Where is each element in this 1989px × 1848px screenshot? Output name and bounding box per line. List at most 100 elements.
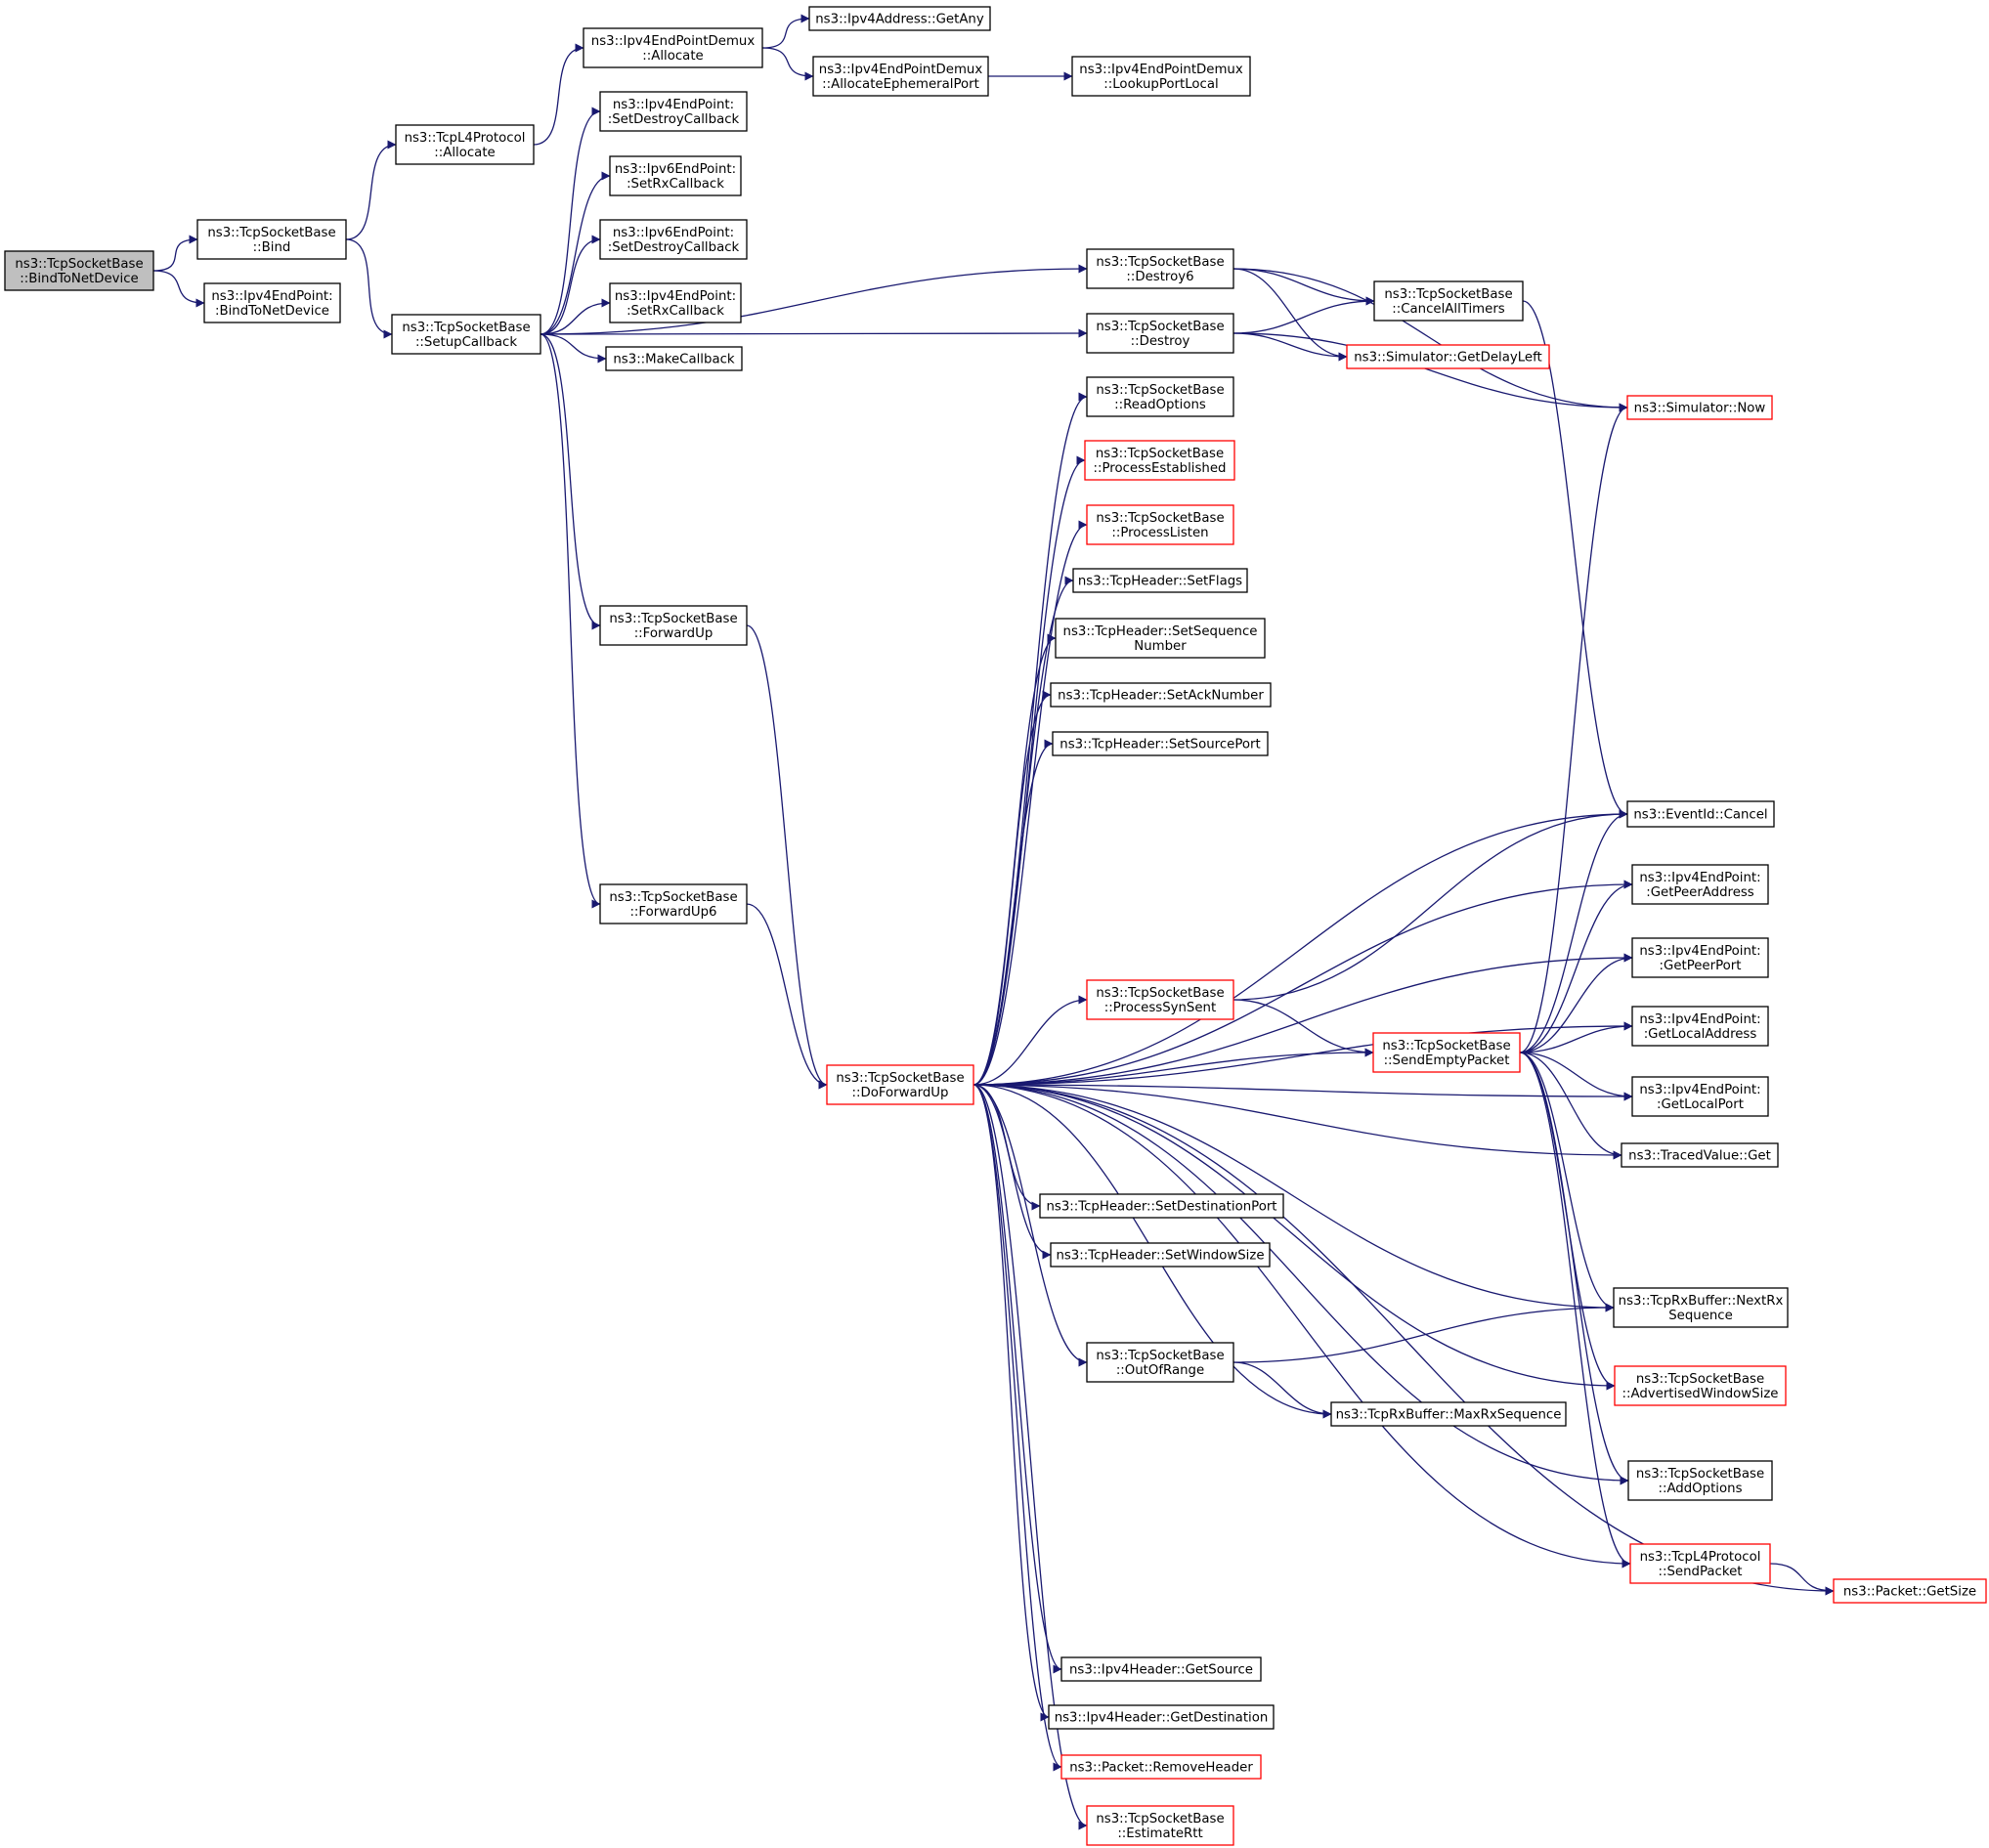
- node-make-callback[interactable]: ns3::MakeCallback: [605, 346, 743, 371]
- node-get-any[interactable]: ns3::Ipv4Address::GetAny: [808, 6, 991, 31]
- edge-send-empty-packet-to-get-local-port: [1519, 1052, 1633, 1101]
- node-box: [1052, 731, 1269, 756]
- node-label-line: ns3::Ipv6EndPoint:: [615, 162, 736, 177]
- node-event-cancel[interactable]: ns3::EventId::Cancel: [1626, 800, 1775, 828]
- node-label-line: Sequence: [1668, 1309, 1733, 1323]
- node-ipv4-set-rx-cb[interactable]: ns3::Ipv4EndPoint::SetRxCallback: [609, 282, 742, 323]
- node-box: [4, 250, 154, 291]
- node-remove-header[interactable]: ns3::Packet::RemoveHeader: [1060, 1754, 1262, 1780]
- node-get-source[interactable]: ns3::Ipv4Header::GetSource: [1060, 1656, 1262, 1682]
- node-box: [1372, 1032, 1521, 1073]
- node-process-established[interactable]: ns3::TcpSocketBase::ProcessEstablished: [1084, 440, 1235, 481]
- node-label-line: ns3::TcpSocketBase: [1636, 1467, 1764, 1482]
- node-get-local-port[interactable]: ns3::Ipv4EndPoint::GetLocalPort: [1631, 1076, 1769, 1117]
- node-destroy6[interactable]: ns3::TcpSocketBase::Destroy6: [1086, 248, 1234, 289]
- node-label-line: ::ForwardUp6: [629, 905, 716, 920]
- node-label-line: ::SendPacket: [1659, 1565, 1743, 1579]
- edge-send-empty-packet-to-traced-get: [1519, 1052, 1622, 1160]
- node-box: [1330, 1401, 1567, 1427]
- node-ipv4-ep-bind-to-net-device[interactable]: ns3::Ipv4EndPoint::BindToNetDevice: [203, 282, 341, 323]
- node-forward-up[interactable]: ns3::TcpSocketBase::ForwardUp: [599, 605, 748, 646]
- node-packet-get-size[interactable]: ns3::Packet::GetSize: [1833, 1578, 1987, 1604]
- node-label-line: ns3::Ipv4EndPoint:: [613, 98, 734, 112]
- node-process-listen[interactable]: ns3::TcpSocketBase::ProcessListen: [1086, 504, 1234, 545]
- node-sim-now[interactable]: ns3::Simulator::Now: [1626, 395, 1773, 420]
- node-label-line: ns3::Simulator::GetDelayLeft: [1354, 351, 1542, 365]
- node-lookup-port-local[interactable]: ns3::Ipv4EndPointDemux::LookupPortLocal: [1071, 56, 1251, 97]
- node-label-line: ns3::TcpSocketBase: [402, 321, 530, 335]
- node-get-peer-port[interactable]: ns3::Ipv4EndPoint::GetPeerPort: [1631, 937, 1769, 978]
- node-bind-to-net-device[interactable]: ns3::TcpSocketBase::BindToNetDevice: [4, 250, 154, 291]
- node-bind[interactable]: ns3::TcpSocketBase::Bind: [196, 219, 347, 260]
- node-box: [1084, 440, 1235, 481]
- node-do-forward-up[interactable]: ns3::TcpSocketBase::DoForwardUp: [826, 1064, 974, 1105]
- node-ipv4-set-destroy-cb[interactable]: ns3::Ipv4EndPoint::SetDestroyCallback: [599, 91, 748, 132]
- node-destroy[interactable]: ns3::TcpSocketBase::Destroy: [1086, 313, 1234, 354]
- node-label-line: ::ReadOptions: [1114, 398, 1206, 412]
- edge-do-forward-up-to-get-local-port: [973, 1084, 1633, 1101]
- node-box: [196, 219, 347, 260]
- edges-layer: [152, 14, 1835, 1830]
- node-box: [391, 314, 541, 355]
- node-setup-callback[interactable]: ns3::TcpSocketBase::SetupCallback: [391, 314, 541, 355]
- node-forward-up6[interactable]: ns3::TcpSocketBase::ForwardUp6: [599, 883, 748, 924]
- node-read-options[interactable]: ns3::TcpSocketBase::ReadOptions: [1086, 376, 1234, 417]
- node-adv-win-size[interactable]: ns3::TcpSocketBase::AdvertisedWindowSize: [1614, 1365, 1787, 1406]
- node-ipv6-set-destroy-cb[interactable]: ns3::Ipv6EndPoint::SetDestroyCallback: [599, 219, 748, 260]
- node-max-rx-seq[interactable]: ns3::TcpRxBuffer::MaxRxSequence: [1330, 1401, 1567, 1427]
- node-label-line: ns3::TcpHeader::SetSourcePort: [1059, 738, 1260, 752]
- node-label-line: ::AdvertisedWindowSize: [1622, 1387, 1779, 1401]
- edge-do-forward-up-to-get-peer-port: [973, 953, 1633, 1086]
- node-get-delay-left[interactable]: ns3::Simulator::GetDelayLeft: [1346, 344, 1550, 369]
- node-label-line: :SetDestroyCallback: [608, 112, 740, 127]
- node-add-options[interactable]: ns3::TcpSocketBase::AddOptions: [1627, 1460, 1773, 1501]
- node-set-source-port[interactable]: ns3::TcpHeader::SetSourcePort: [1052, 731, 1269, 756]
- node-get-local-address[interactable]: ns3::Ipv4EndPoint::GetLocalAddress: [1631, 1006, 1769, 1047]
- node-label-line: ::DoForwardUp: [852, 1086, 949, 1100]
- node-box: [1629, 1543, 1771, 1584]
- edge-send-empty-packet-to-next-rx-seq: [1519, 1052, 1615, 1312]
- node-box: [1071, 56, 1251, 97]
- node-estimate-rtt[interactable]: ns3::TcpSocketBase::EstimateRtt: [1086, 1805, 1234, 1846]
- node-set-ack-num[interactable]: ns3::TcpHeader::SetAckNumber: [1050, 682, 1272, 708]
- node-cancel-all-timers[interactable]: ns3::TcpSocketBase::CancelAllTimers: [1373, 280, 1524, 322]
- edge-do-forward-up-to-set-window-size: [973, 1084, 1052, 1260]
- node-set-window-size[interactable]: ns3::TcpHeader::SetWindowSize: [1050, 1242, 1271, 1268]
- node-get-destination[interactable]: ns3::Ipv4Header::GetDestination: [1048, 1704, 1275, 1730]
- edge-do-forward-up-to-out-of-range: [973, 1084, 1088, 1367]
- node-send-packet[interactable]: ns3::TcpL4Protocol::SendPacket: [1629, 1543, 1771, 1584]
- node-out-of-range[interactable]: ns3::TcpSocketBase::OutOfRange: [1086, 1342, 1234, 1383]
- node-label-line: :GetLocalPort: [1657, 1097, 1744, 1112]
- edge-destroy6-to-cancel-all-timers: [1232, 268, 1375, 306]
- node-set-dest-port[interactable]: ns3::TcpHeader::SetDestinationPort: [1039, 1193, 1284, 1219]
- node-box: [605, 346, 743, 371]
- edge-send-empty-packet-to-add-options: [1519, 1052, 1629, 1485]
- node-box: [1086, 313, 1234, 354]
- edge-destroy-to-get-delay-left: [1232, 332, 1348, 362]
- node-label-line: :GetPeerAddress: [1646, 885, 1754, 900]
- node-label-line: ns3::Ipv4EndPointDemux: [1079, 63, 1243, 77]
- node-box: [1086, 1805, 1234, 1846]
- node-label-line: ns3::Ipv4EndPoint:: [1639, 871, 1760, 885]
- node-send-empty-packet[interactable]: ns3::TcpSocketBase::SendEmptyPacket: [1372, 1032, 1521, 1073]
- edge-do-forward-up-to-next-rx-seq: [973, 1084, 1615, 1312]
- node-ipv6-set-rx-cb[interactable]: ns3::Ipv6EndPoint::SetRxCallback: [609, 155, 742, 196]
- edge-setup-callback-to-make-callback: [540, 333, 607, 364]
- node-label-line: ::AddOptions: [1658, 1482, 1742, 1496]
- node-process-syn-sent[interactable]: ns3::TcpSocketBase::ProcessSynSent: [1086, 979, 1234, 1020]
- node-set-flags[interactable]: ns3::TcpHeader::SetFlags: [1072, 568, 1248, 593]
- node-demux-allocate[interactable]: ns3::Ipv4EndPointDemux::Allocate: [583, 27, 763, 68]
- node-get-peer-address[interactable]: ns3::Ipv4EndPoint::GetPeerAddress: [1631, 864, 1769, 905]
- edge-setup-callback-to-forward-up6: [540, 333, 601, 909]
- node-traced-get[interactable]: ns3::TracedValue::Get: [1621, 1142, 1779, 1168]
- node-label-line: ns3::TcpSocketBase: [609, 612, 737, 626]
- node-tcp-l4-allocate[interactable]: ns3::TcpL4Protocol::Allocate: [395, 124, 535, 165]
- node-box: [599, 91, 748, 132]
- node-alloc-ephemeral[interactable]: ns3::Ipv4EndPointDemux::AllocateEphemera…: [812, 56, 989, 97]
- node-label-line: ::AllocateEphemeralPort: [822, 77, 979, 92]
- node-label-line: ns3::Ipv4EndPoint:: [1639, 1012, 1760, 1027]
- edge-process-syn-sent-to-event-cancel: [1232, 809, 1628, 1001]
- node-label-line: ns3::Ipv4Address::GetAny: [815, 13, 984, 27]
